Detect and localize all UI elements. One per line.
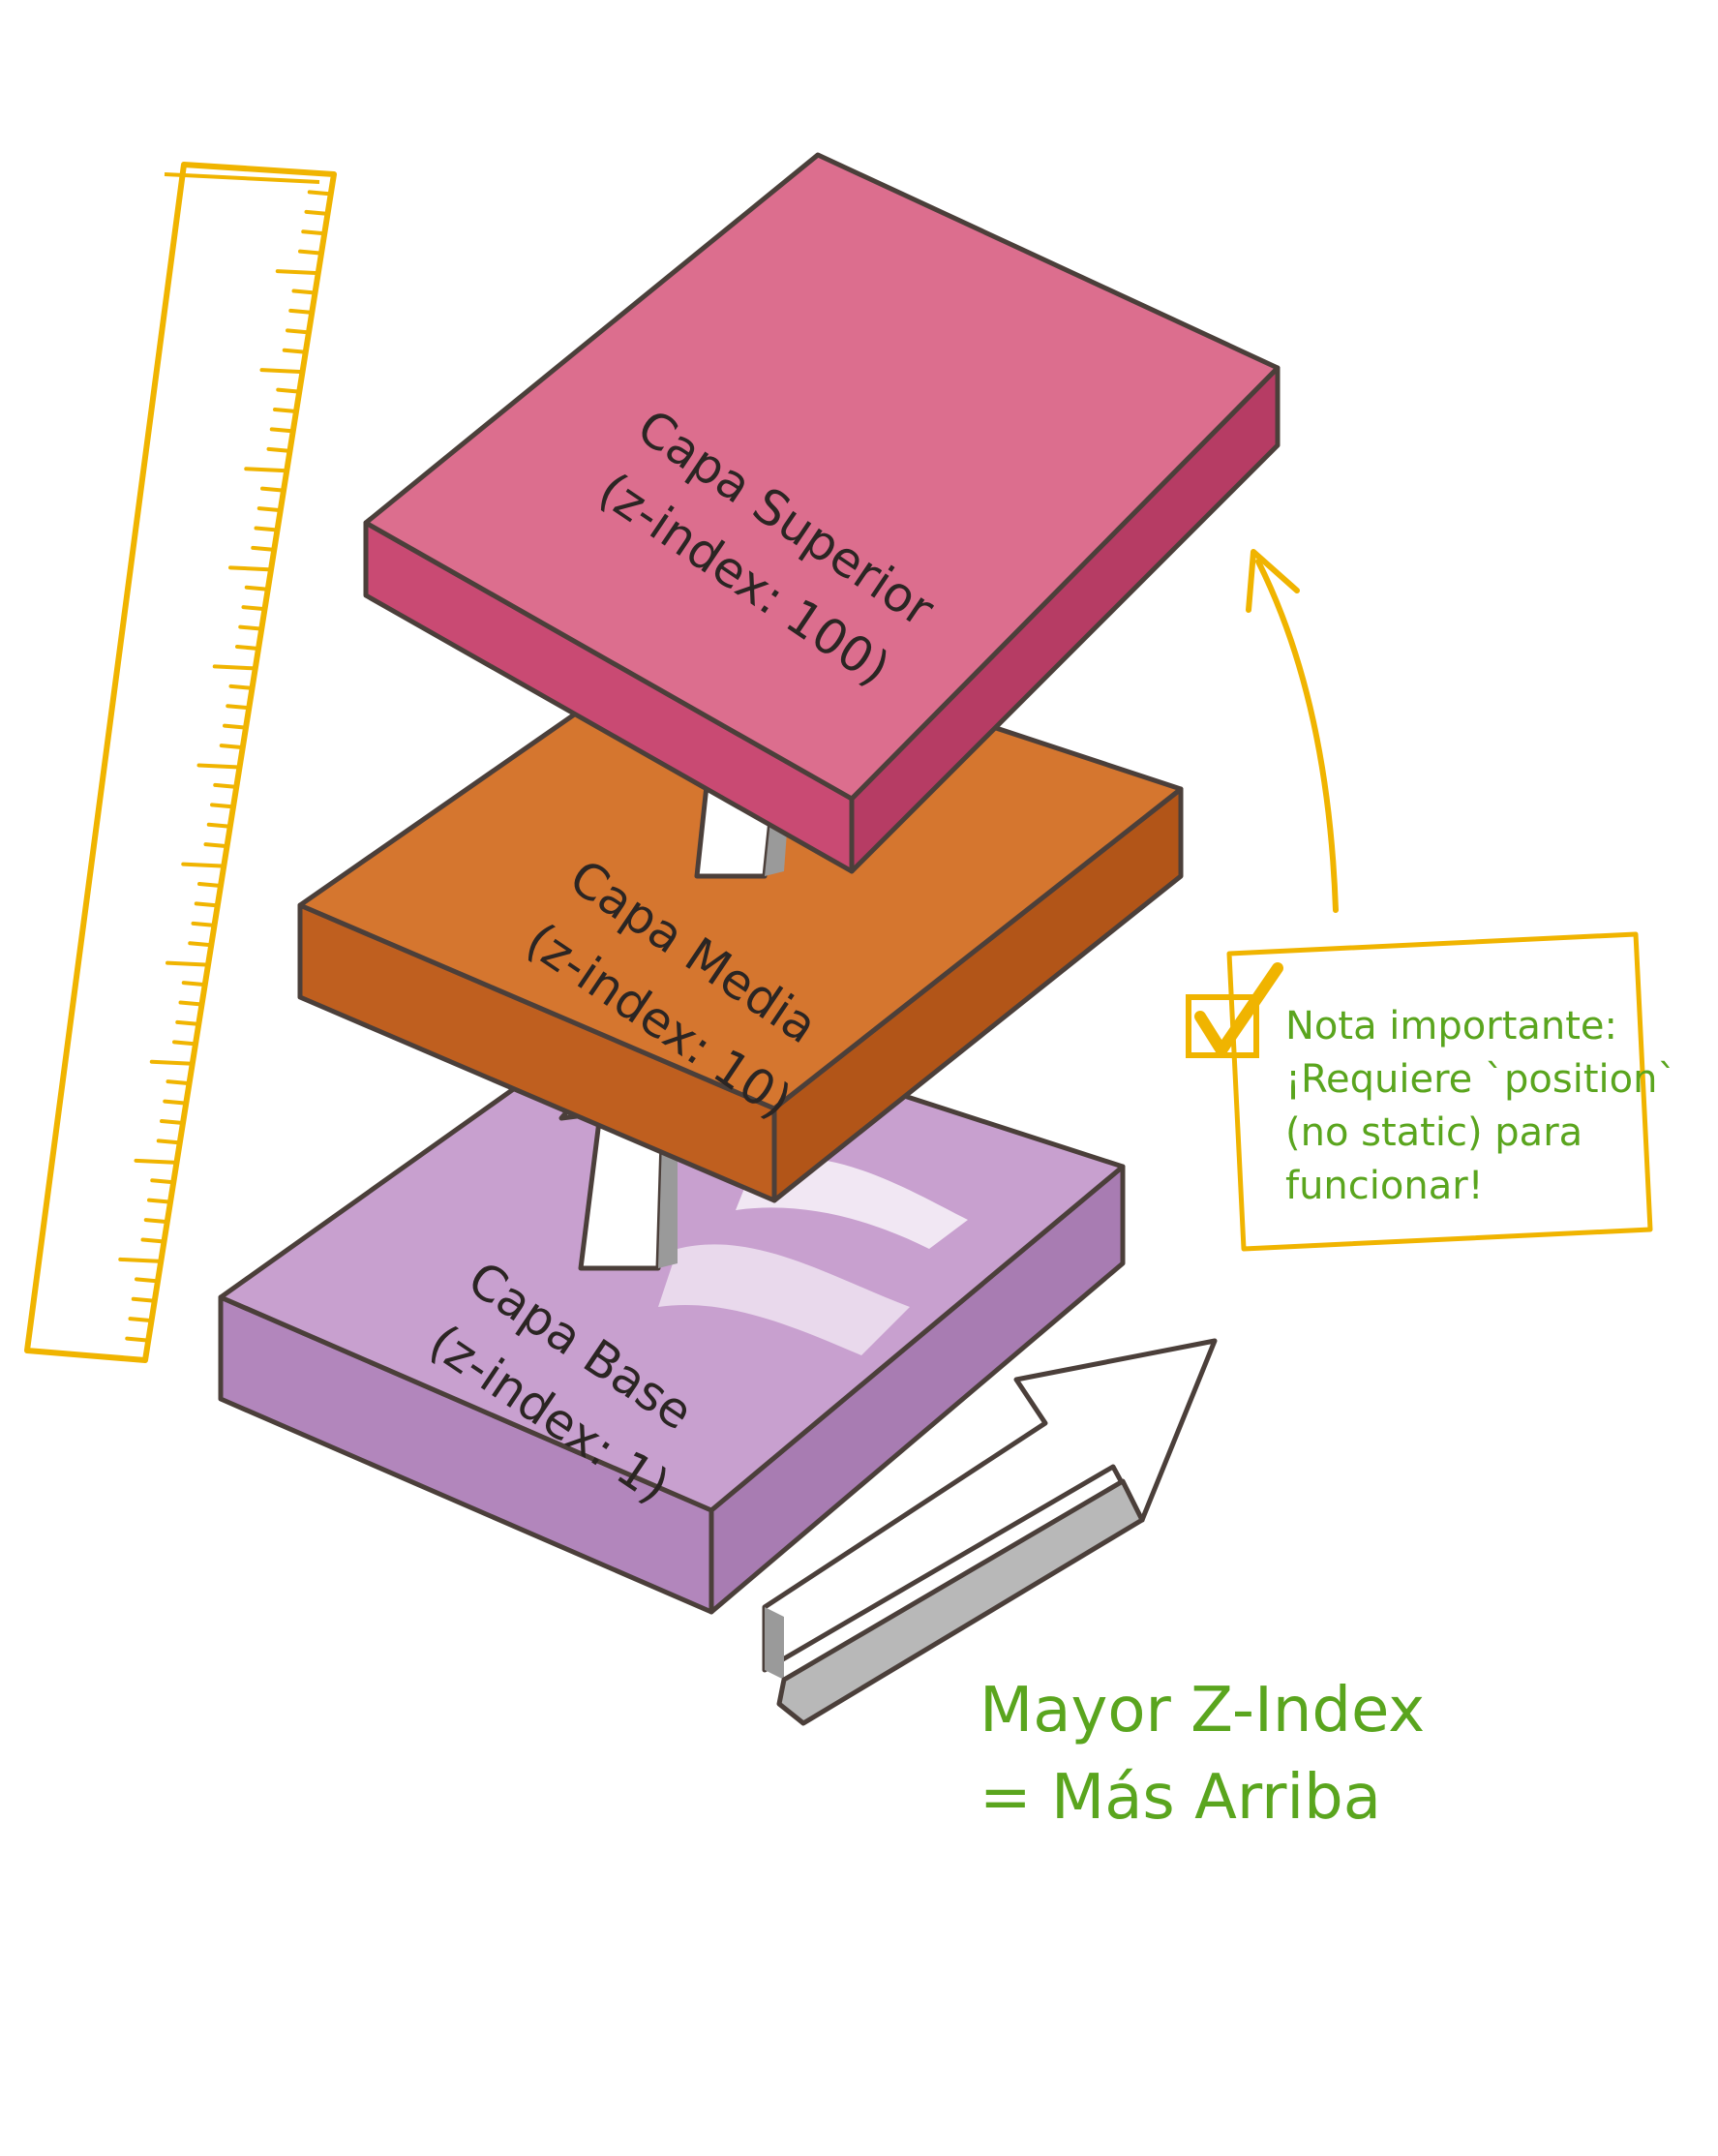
ruler-tick (241, 605, 267, 612)
ruler-tick (228, 683, 255, 690)
ruler-tick (273, 408, 298, 413)
ruler-tick (282, 348, 308, 354)
ruler-tick (178, 1000, 204, 1007)
ruler (24, 162, 337, 1363)
ruler-tick (235, 645, 260, 651)
ruler-tick (163, 1099, 189, 1106)
ruler-tick (175, 1019, 201, 1026)
layer-middle: Capa Media (z-index: 10) (297, 626, 1184, 1203)
curved-up-arrow (1246, 549, 1339, 913)
ruler-tick (212, 664, 257, 671)
ruler-tick (203, 842, 229, 849)
ruler-tick (196, 763, 242, 770)
ruler-tick (131, 1296, 157, 1303)
note-box: Nota importante: ¡Requiere `position` (n… (1186, 931, 1676, 1252)
ruler-tick (166, 960, 210, 967)
ruler-tick (259, 368, 305, 375)
ruler-tick (181, 862, 226, 868)
ruler-tick (286, 328, 311, 335)
ruler-tick (147, 1198, 172, 1204)
ruler-tick (275, 269, 320, 276)
ruler-tick (288, 308, 315, 315)
ruler-tick (210, 803, 235, 809)
ruler-tick (156, 1139, 182, 1145)
ruler-tick (254, 526, 280, 532)
ruler-tick (244, 467, 289, 473)
ruler-tick (125, 1336, 151, 1343)
note-line-3: (no static) para (1285, 1110, 1582, 1155)
layer-top-top (363, 152, 1281, 802)
caption: Mayor Z-Index = Más Arriba (980, 1675, 1425, 1834)
ruler-tick (206, 822, 232, 829)
ruler-tick (301, 229, 327, 236)
ruler-tick (135, 1277, 160, 1284)
ruler-tick (266, 446, 292, 453)
ruler-tick (118, 1257, 164, 1263)
ruler-tick (307, 190, 333, 197)
ruler-tick (194, 901, 220, 908)
ruler-tick (128, 1317, 154, 1323)
ruler-tick (172, 1040, 197, 1047)
ruler-tick (191, 921, 217, 927)
ruler-tick (140, 1237, 166, 1244)
ruler-tick (291, 288, 317, 295)
ruler-tick (197, 882, 223, 888)
ruler-tick (149, 1059, 195, 1066)
ruler-tick (219, 744, 245, 750)
layer-top: Capa Superior (z-index: 100) (363, 152, 1281, 874)
ruler-tick (260, 486, 286, 493)
ruler-tick (181, 981, 207, 987)
ruler-tick (238, 624, 264, 631)
ruler-tick (251, 545, 277, 552)
note-line-1: Nota importante: (1285, 1004, 1617, 1048)
ruler-tick (256, 506, 283, 513)
ruler-tick (269, 427, 295, 434)
ruler-tick (188, 941, 214, 948)
ruler-tick (304, 209, 330, 216)
big-diagonal-arrow (762, 1338, 1218, 1726)
ruler-tick (228, 565, 273, 572)
ruler-tick (143, 1218, 169, 1225)
note-line-2: ¡Requiere `position` (1285, 1057, 1676, 1102)
ruler-tick (160, 1119, 185, 1125)
ruler-tick (134, 1158, 179, 1165)
ruler-tick (298, 249, 323, 256)
ruler-tick (166, 1079, 192, 1086)
ruler-tick (223, 723, 248, 730)
checkmark-icon (1186, 962, 1283, 1058)
note-line-4: funcionar! (1285, 1164, 1484, 1208)
ruler-tick (226, 704, 252, 711)
caption-line-1: Mayor Z-Index (980, 1675, 1425, 1746)
ruler-tick (150, 1178, 176, 1185)
ruler-tick (276, 387, 302, 394)
ruler-tick (213, 782, 239, 789)
caption-line-2: = Más Arriba (980, 1762, 1381, 1834)
ruler-tick (244, 585, 270, 592)
